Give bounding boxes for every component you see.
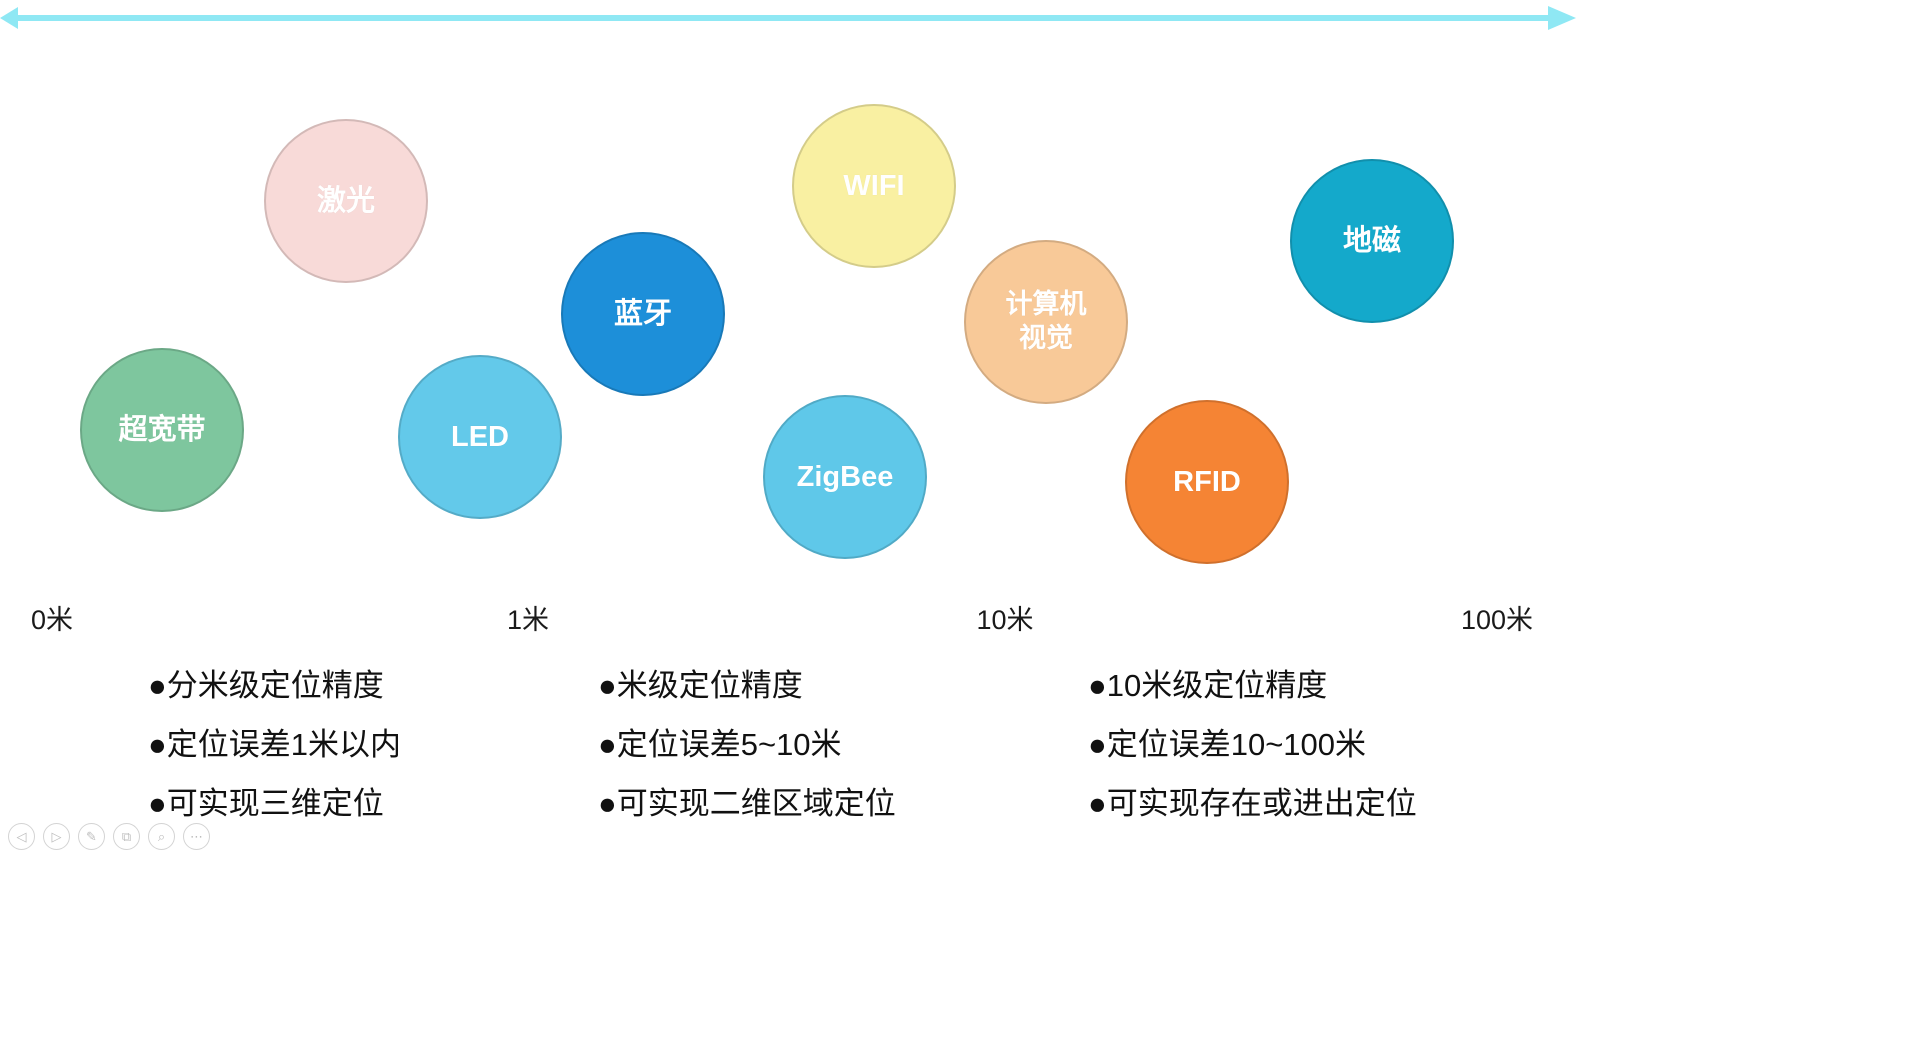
note-item: ●米级定位精度	[598, 668, 803, 703]
more-options-button[interactable]: ⋯	[183, 823, 210, 850]
next-slide-icon: ▷	[51, 829, 62, 844]
previous-slide-icon: ◁	[16, 829, 27, 844]
bubble-rfid: RFID	[1125, 400, 1289, 564]
note-item: ●可实现二维区域定位	[598, 786, 896, 821]
magnifier-button[interactable]: ⌕	[148, 823, 175, 850]
bubble-zigbee-label: ZigBee	[796, 460, 894, 493]
axis-tick-1m: 1米	[506, 605, 550, 635]
axis-tick-0m: 0米	[30, 605, 74, 635]
bubble-led: LED	[398, 355, 562, 519]
note-item: ●定位误差5~10米	[598, 727, 842, 762]
notes-column-ten-meter: ●10米级定位精度 ●定位误差10~100米 ●可实现存在或进出定位	[1088, 656, 1528, 833]
bubble-bluetooth-label: 蓝牙	[613, 297, 672, 330]
bubble-wifi: WIFI	[792, 104, 956, 268]
note-item: ●定位误差1米以内	[148, 727, 401, 762]
bubble-laser-label: 激光	[316, 184, 375, 217]
bubble-computer-vision: 计算机 视觉	[964, 240, 1128, 404]
bubble-laser: 激光	[264, 119, 428, 283]
slide-copy-icon: ⧉	[121, 829, 132, 844]
notes-column-decimeter: ●分米级定位精度 ●定位误差1米以内 ●可实现三维定位	[148, 656, 588, 833]
axis-tick-100m: 100米	[1460, 605, 1534, 635]
bubble-uwb: 超宽带	[80, 348, 244, 512]
note-item: ●定位误差10~100米	[1088, 727, 1367, 762]
next-slide-button[interactable]: ▷	[43, 823, 70, 850]
bubble-led-label: LED	[451, 420, 509, 453]
bubble-wifi-label: WIFI	[843, 169, 905, 202]
notes-column-meter: ●米级定位精度 ●定位误差5~10米 ●可实现二维区域定位	[598, 656, 1038, 833]
note-item: ●10米级定位精度	[1088, 668, 1328, 703]
bubble-zigbee: ZigBee	[763, 395, 927, 559]
bubble-geomagnetic: 地磁	[1290, 159, 1454, 323]
bubble-rfid-label: RFID	[1173, 465, 1241, 498]
bubble-geomagnetic-label: 地磁	[1342, 224, 1401, 257]
note-item: ●分米级定位精度	[148, 668, 384, 703]
slide-copy-button[interactable]: ⧉	[113, 823, 140, 850]
more-options-icon: ⋯	[190, 829, 203, 844]
pen-tool-button[interactable]: ✎	[78, 823, 105, 850]
bubble-uwb-label: 超宽带	[118, 413, 206, 446]
accuracy-axis-arrow	[0, 6, 1576, 30]
note-item: ●可实现存在或进出定位	[1088, 786, 1417, 821]
previous-slide-button[interactable]: ◁	[8, 823, 35, 850]
bubble-computer-vision-label: 计算机 视觉	[1005, 289, 1087, 353]
note-item: ●可实现三维定位	[148, 786, 384, 821]
magnifier-icon: ⌕	[157, 829, 166, 844]
bubble-bluetooth: 蓝牙	[561, 232, 725, 396]
presenter-toolbar: ◁ ▷ ✎ ⧉ ⌕ ⋯	[8, 823, 210, 850]
axis-tick-10m: 10米	[976, 605, 1034, 635]
pen-icon: ✎	[86, 829, 97, 844]
